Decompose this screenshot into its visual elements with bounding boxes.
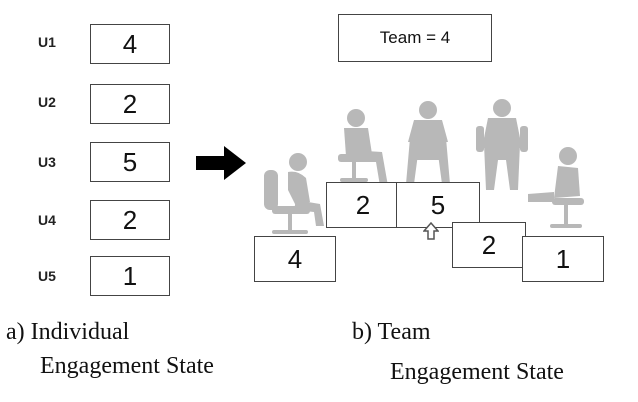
caption-individual-line2: Engagement State	[40, 353, 214, 379]
podium-block-3: 5	[396, 182, 480, 228]
person-seated-icon-5	[528, 147, 584, 228]
podium-block-5: 1	[522, 236, 604, 282]
user-label-u5: U5	[38, 268, 56, 284]
caption-individual-line1: a) Individual	[6, 319, 130, 345]
user-value-u2: 2	[90, 84, 170, 124]
person-seated-icon-4	[476, 99, 528, 190]
right-arrow-icon	[196, 146, 246, 180]
person-seated-icon-3	[406, 101, 450, 184]
user-label-u4: U4	[38, 212, 56, 228]
caption-team-line1: b) Team	[352, 319, 431, 345]
podium-block-4: 2	[452, 222, 526, 268]
person-seated-icon-1	[264, 153, 324, 234]
user-value-u5: 1	[90, 256, 170, 296]
user-label-u1: U1	[38, 34, 56, 50]
user-value-u1: 4	[90, 24, 170, 64]
caption-team-line2: Engagement State	[390, 359, 564, 385]
podium-block-1: 4	[254, 236, 336, 282]
team-score-box: Team = 4	[338, 14, 492, 62]
user-label-u2: U2	[38, 94, 56, 110]
up-arrow-icon	[423, 222, 439, 240]
person-seated-icon-2	[338, 109, 388, 186]
user-label-u3: U3	[38, 154, 56, 170]
podium-block-2: 2	[326, 182, 400, 228]
user-value-u4: 2	[90, 200, 170, 240]
user-value-u3: 5	[90, 142, 170, 182]
